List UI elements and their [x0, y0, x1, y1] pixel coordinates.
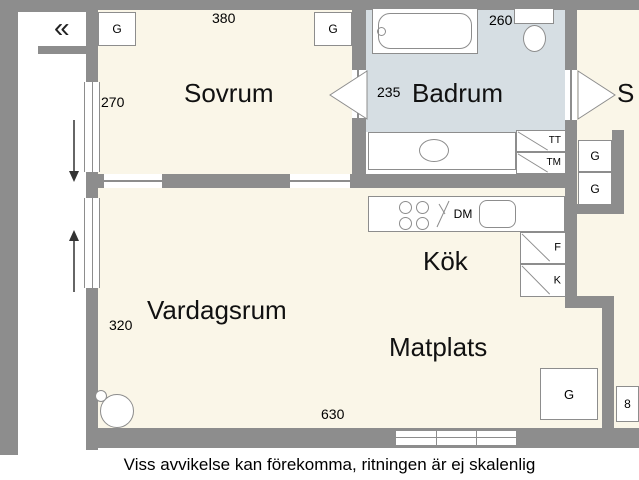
stove-burner-icon [399, 217, 412, 230]
dryer-diagonal-icon [517, 131, 548, 151]
room-label-bathroom: Badrum [412, 78, 504, 108]
doorway-bathroom-right [565, 70, 577, 120]
doorway-line [290, 180, 350, 182]
doorway-line [570, 70, 572, 120]
neighbor-closet-partial: 8 [616, 386, 639, 422]
stairs-up-arrow-icon [69, 230, 79, 292]
dryer-label: TT [548, 135, 561, 146]
stove-burner-icon [399, 201, 412, 214]
wardrobe-label: G [590, 149, 600, 163]
wall-outer-left [0, 10, 18, 455]
wardrobe-label: G [590, 181, 600, 196]
wall-right-upper [565, 8, 577, 308]
room-label-dining: Matplats [389, 332, 488, 362]
wall-bottom [86, 428, 639, 448]
stove-mark-icon [436, 200, 450, 228]
window-bottom [396, 430, 516, 446]
washer-label: TM [546, 157, 561, 168]
room-label-kitchen: Kök [423, 246, 468, 276]
freezer-label: F [554, 241, 561, 254]
disclaimer-caption: Viss avvikelse kan förekomma, ritningen … [123, 455, 536, 474]
round-table-knob-icon [95, 390, 107, 402]
wall-right-jog [565, 296, 614, 308]
doorway-living [290, 174, 350, 188]
stove-burner-icon [416, 201, 429, 214]
entry-direction-icon: « [54, 12, 70, 43]
wall-closet-right [612, 130, 624, 214]
wall-outer-top-left [0, 0, 88, 12]
bathtub-faucet-icon [377, 27, 386, 36]
door-swing-bathroom-right-icon [577, 70, 616, 120]
stove-burner-icon [416, 217, 429, 230]
toilet-bowl-icon [523, 25, 546, 52]
window-mullion-icon [396, 437, 516, 438]
doorway-line [104, 180, 162, 182]
kitchen-sink-icon [479, 200, 516, 228]
window-mullion-icon [92, 82, 93, 172]
wardrobe-bedroom-left: G [98, 12, 136, 46]
dryer-unit: TT [516, 130, 566, 152]
neighbor-closet-label: 8 [624, 397, 631, 411]
room-label-living: Vardagsrum [147, 295, 287, 325]
door-swing-bathroom-left-icon [329, 70, 368, 120]
wardrobe-hall-lower: G [578, 172, 612, 205]
window-mullion-icon [92, 198, 93, 288]
window-divider-icon [476, 431, 477, 445]
toilet-tank-icon [514, 8, 554, 24]
room-label-bedroom2: S [617, 78, 635, 108]
freezer-diagonal-icon [521, 233, 551, 262]
wardrobe-hall-upper: G [578, 140, 612, 172]
bathtub-inner [378, 13, 472, 49]
wardrobe-dining: G [540, 368, 598, 420]
wall-entry-notch [38, 46, 86, 54]
window-divider-icon [436, 431, 437, 445]
washbasin-icon [419, 139, 449, 162]
window-living [84, 198, 100, 288]
stairs-down-arrow-icon [69, 120, 79, 182]
dimension-apartment-width: 630 [321, 406, 345, 422]
fridge-label: K [553, 274, 561, 286]
wardrobe-label: G [328, 22, 338, 36]
fridge-unit: K [520, 264, 566, 297]
wardrobe-label: G [112, 22, 122, 36]
dimension-bathroom-width: 235 [377, 84, 401, 100]
freezer-unit: F [520, 232, 566, 264]
dimension-bedroom-width: 380 [212, 10, 236, 26]
washer-unit: TM [516, 152, 566, 174]
wardrobe-bedroom-right: G [314, 12, 352, 46]
dishwasher-label: DM [453, 207, 473, 221]
wall-closet-bottom [577, 204, 624, 214]
room-label-bedroom: Sovrum [184, 78, 274, 108]
bathtub [372, 8, 478, 54]
washer-diagonal-icon [517, 153, 548, 173]
doorway-bedroom-1 [104, 174, 162, 188]
window-bedroom [84, 82, 100, 172]
dimension-bedroom-depth: 270 [101, 94, 125, 110]
dimension-bathroom-top: 260 [489, 12, 513, 28]
fridge-diagonal-icon [521, 265, 551, 295]
wardrobe-label: G [563, 386, 575, 402]
dimension-living-depth: 320 [109, 317, 133, 333]
wall-right-lower [602, 300, 614, 448]
